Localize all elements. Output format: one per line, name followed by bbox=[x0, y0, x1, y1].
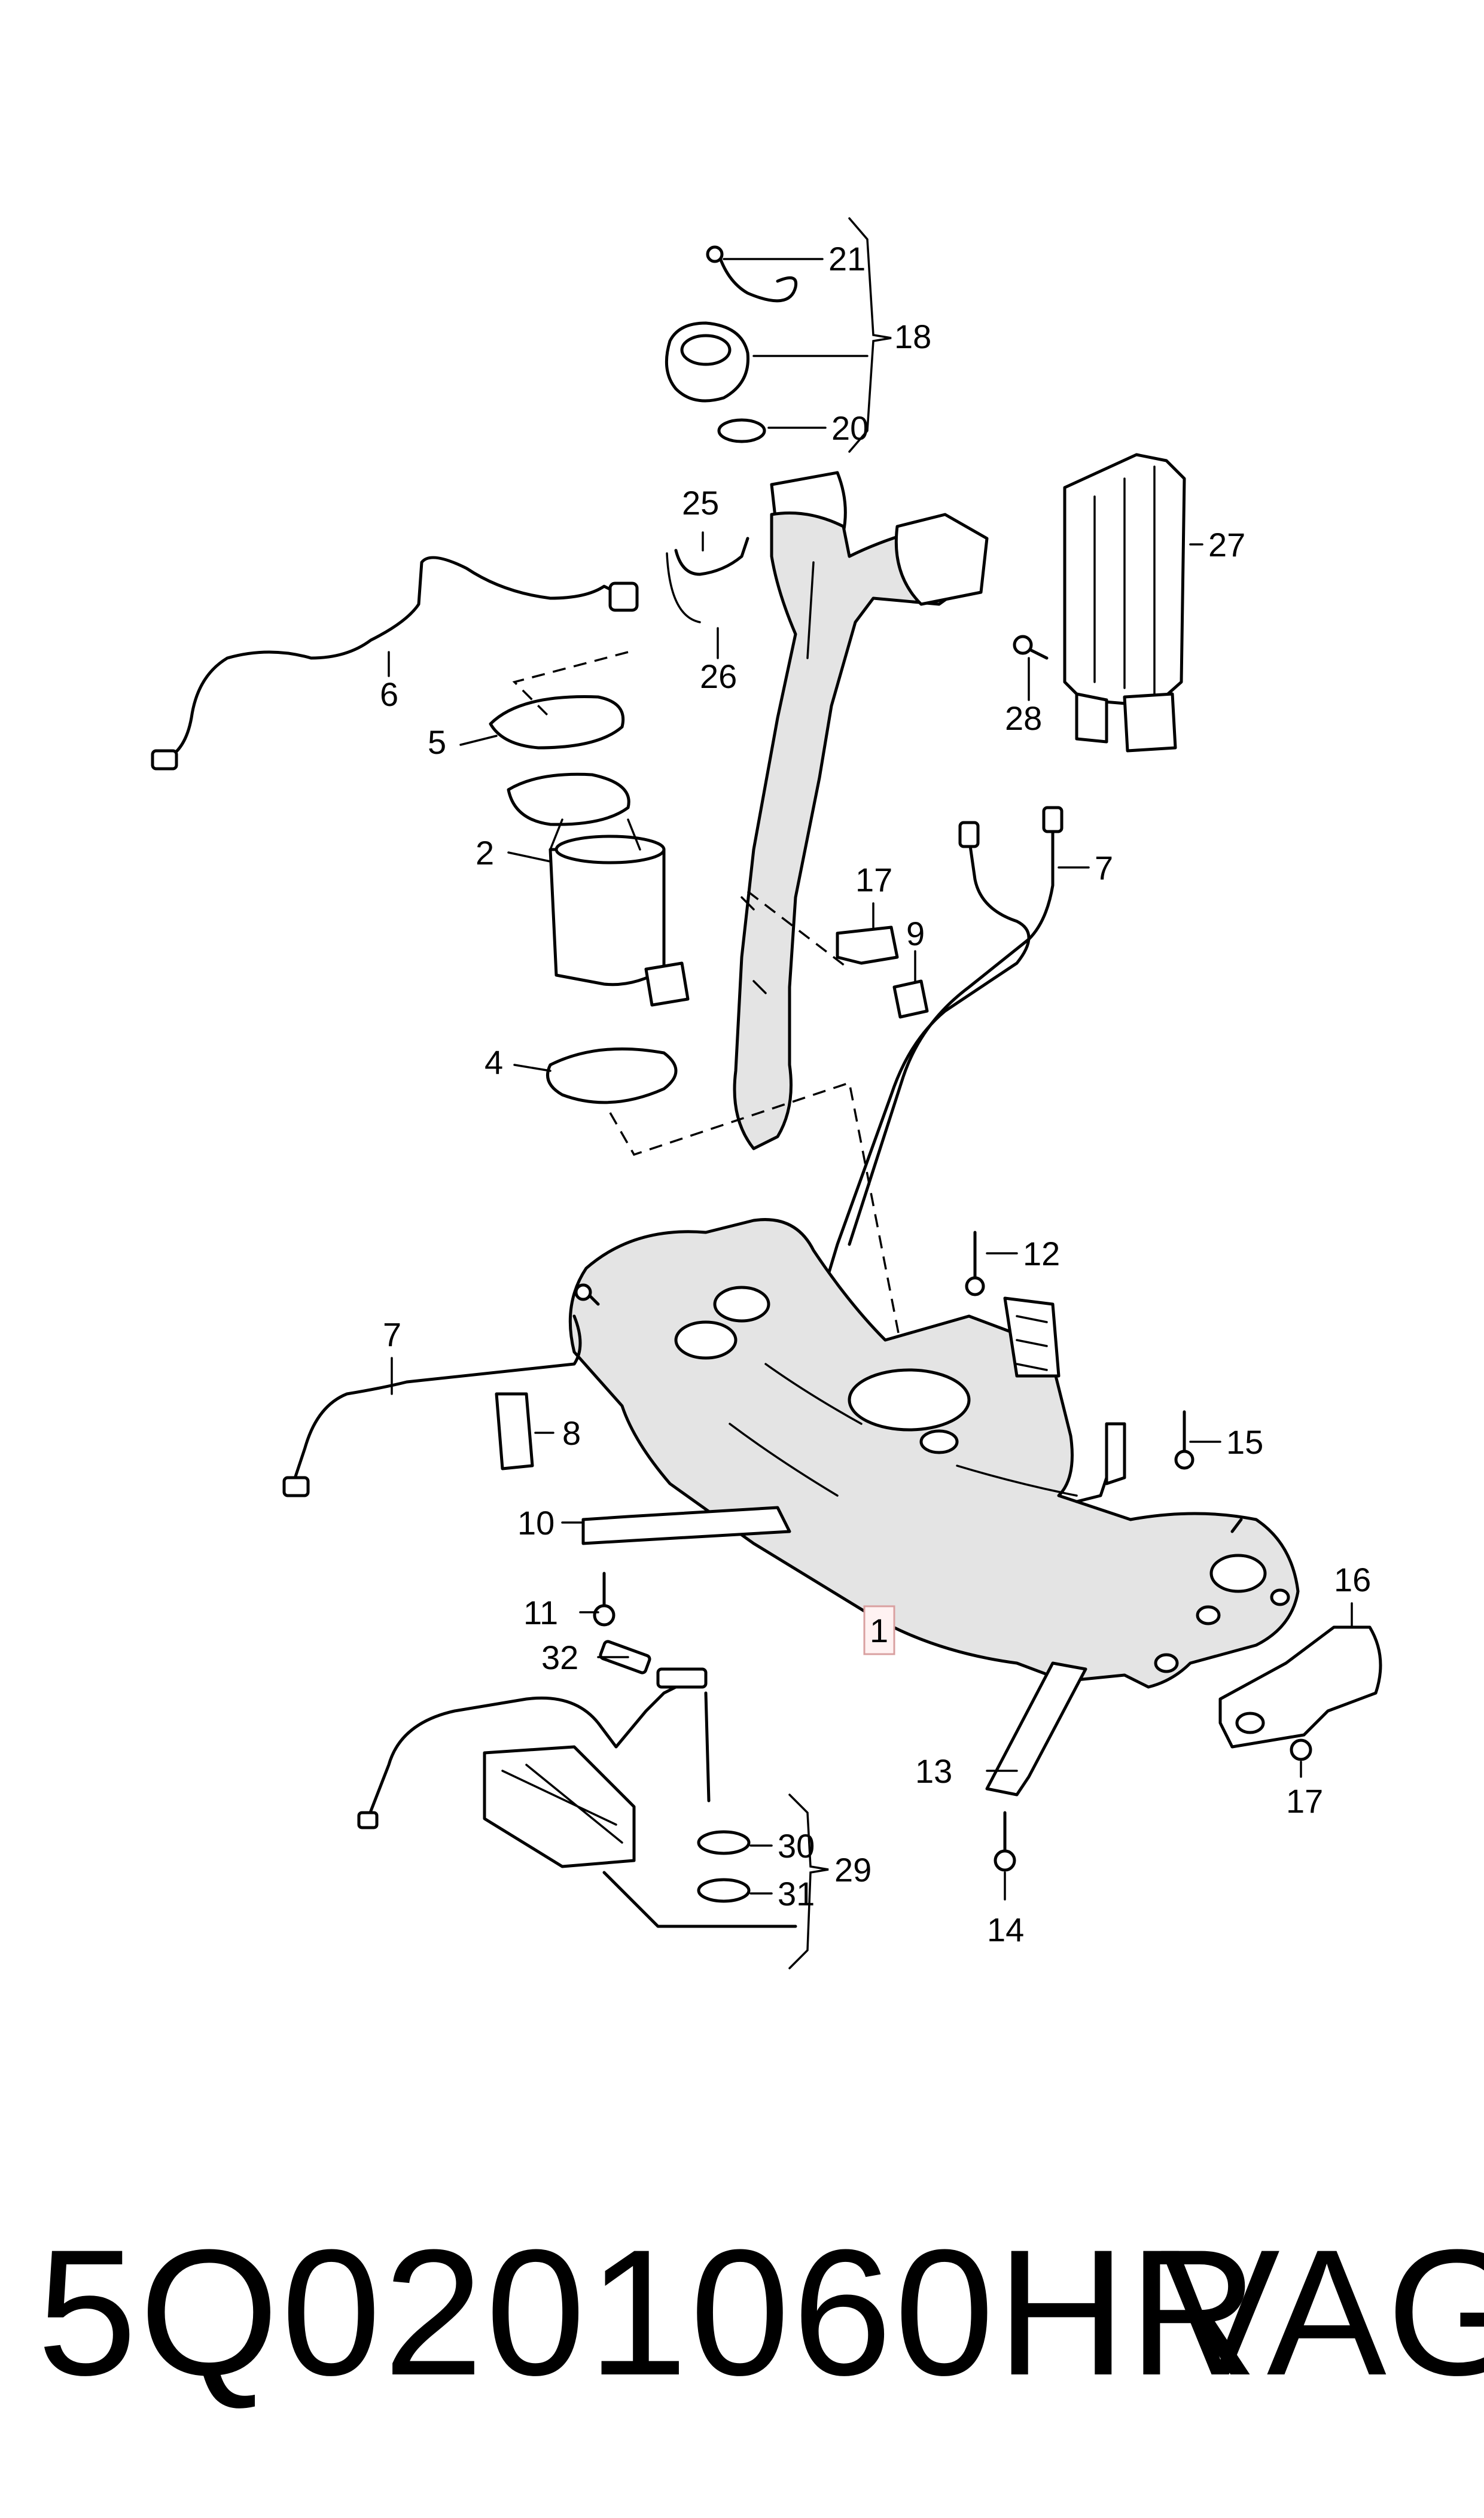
callout-16: 16 bbox=[1334, 1561, 1371, 1599]
callout-10: 10 bbox=[517, 1504, 554, 1542]
filler-cap-assembly bbox=[665, 245, 798, 443]
callout-9: 9 bbox=[906, 915, 925, 952]
callout-6: 6 bbox=[380, 675, 398, 713]
bracket-29 bbox=[788, 1794, 829, 1969]
callout-14: 14 bbox=[987, 1911, 1024, 1948]
hose-6 bbox=[163, 556, 630, 762]
callout-27: 27 bbox=[1208, 526, 1245, 564]
line-7-lower-connector bbox=[282, 1476, 310, 1497]
clip-18 bbox=[836, 925, 899, 965]
callout-18: 17 bbox=[855, 861, 892, 899]
filler-neck bbox=[666, 471, 989, 1150]
callout-26: 26 bbox=[700, 657, 737, 695]
callout-4: 4 bbox=[484, 1043, 503, 1081]
callout-17: 17 bbox=[1286, 1782, 1323, 1820]
charcoal-canister bbox=[1013, 453, 1186, 753]
fuel-pump-control-unit bbox=[357, 1640, 751, 1903]
hose-6-connector bbox=[151, 749, 178, 771]
strap-13 bbox=[985, 1661, 1087, 1797]
callout-11: 11 bbox=[523, 1594, 558, 1631]
hose-6-end bbox=[608, 581, 639, 612]
callout-19: 18 bbox=[894, 318, 931, 355]
part-number-text: 5Q0201060HR bbox=[37, 2212, 1261, 2413]
callout-1-box bbox=[863, 1605, 895, 1655]
fuel-tank bbox=[568, 1218, 1300, 1689]
fuel-lines-7-upper bbox=[818, 806, 1064, 1306]
bolts bbox=[593, 1231, 1194, 1872]
bracket-19 bbox=[848, 217, 892, 453]
callout-15: 15 bbox=[1226, 1423, 1263, 1461]
callout-29: 29 bbox=[834, 1851, 871, 1889]
strap-10 bbox=[581, 1506, 791, 1545]
callout-1: 1 bbox=[870, 1612, 888, 1649]
strap-15-bracket bbox=[1105, 1422, 1126, 1485]
callout-32: 32 bbox=[541, 1639, 578, 1676]
callout-12: 12 bbox=[1023, 1235, 1060, 1272]
bracket-16-hole bbox=[1235, 1712, 1265, 1734]
callout-2: 2 bbox=[476, 834, 494, 872]
leader-lines bbox=[388, 258, 1353, 1901]
nut-17 bbox=[1290, 1738, 1312, 1761]
callout-7-lower: 7 bbox=[383, 1316, 401, 1353]
callout-7-upper: 7 bbox=[1095, 849, 1113, 887]
pump-module-lead-line bbox=[602, 1871, 797, 1928]
fuel-pump-assembly bbox=[489, 695, 690, 1104]
callout-20: 20 bbox=[831, 409, 869, 447]
callout-8: 8 bbox=[562, 1414, 581, 1452]
callout-13: 13 bbox=[915, 1752, 952, 1790]
ref-line-pump-1 bbox=[512, 651, 629, 719]
callout-28: 28 bbox=[1005, 699, 1042, 737]
callout-5: 5 bbox=[428, 723, 446, 761]
ref-line-pump-2 bbox=[609, 1081, 910, 1389]
callout-31: 31 bbox=[778, 1875, 815, 1913]
callout-labels: 21 18 20 25 26 6 5 2 4 27 28 7 17 9 12 1… bbox=[380, 240, 1371, 1948]
callout-21: 21 bbox=[828, 240, 866, 278]
clip-9 bbox=[892, 979, 929, 1019]
callout-30: 30 bbox=[778, 1827, 815, 1865]
callout-25: 25 bbox=[682, 484, 719, 522]
fuel-line-7-lower bbox=[291, 1314, 582, 1485]
retainer-8 bbox=[495, 1392, 534, 1470]
brand-text: VAG bbox=[1160, 2212, 1484, 2413]
